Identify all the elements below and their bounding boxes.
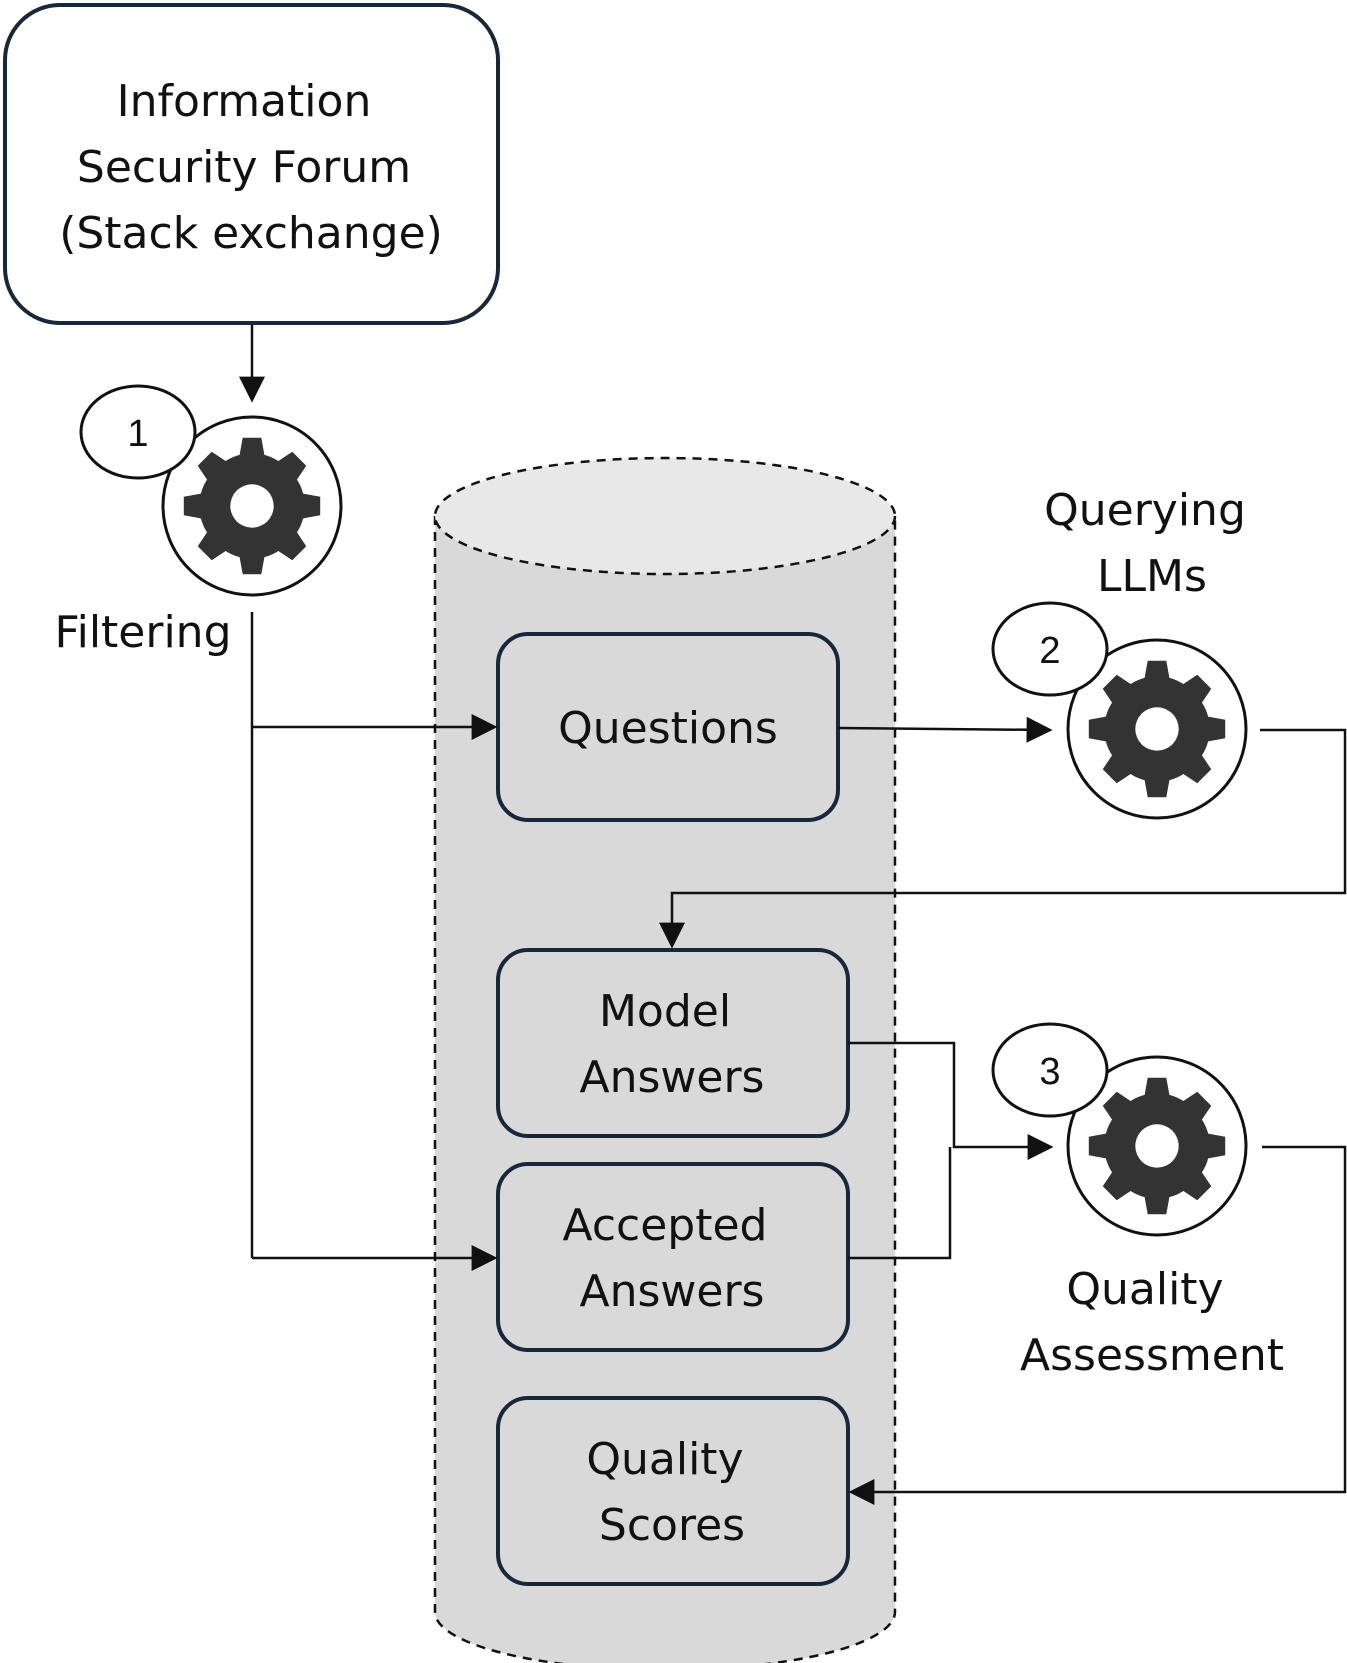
cylinder-top xyxy=(433,456,897,576)
source-box-label: Information Security Forum (Stack exchan… xyxy=(59,76,443,259)
arrow-questions-to-querying xyxy=(837,716,1053,743)
assessment-label-line-2: Assessment xyxy=(1020,1330,1284,1381)
gear-icon xyxy=(1088,660,1226,798)
step-1-number: 1 xyxy=(127,413,148,455)
arrow-accepted-answers-to-assessment xyxy=(848,1147,952,1260)
querying-label-line-2: LLMs xyxy=(1097,551,1207,602)
quality-scores-line-1: Quality xyxy=(586,1434,743,1485)
store-item-model-answers: Model Answers xyxy=(496,948,850,1138)
accepted-answers-line-2: Answers xyxy=(580,1266,765,1317)
questions-box xyxy=(496,632,840,822)
questions-line-1: Questions xyxy=(558,703,778,754)
arrow-querying-to-model-answers xyxy=(659,728,1347,949)
quality-scores-line-2: Scores xyxy=(599,1500,745,1551)
store-item-quality-scores: Quality Scores xyxy=(496,1396,850,1586)
source-line-1: Information xyxy=(117,76,372,127)
assessment-label-line-1: Quality xyxy=(1066,1264,1223,1315)
model-answers-box xyxy=(496,948,850,1138)
source-box-frame xyxy=(3,3,500,325)
source-line-3: (Stack exchange) xyxy=(59,208,443,259)
accepted-answers-box xyxy=(496,1162,850,1352)
querying-label-line-1: Querying xyxy=(1044,485,1246,536)
step-1-number-bubble xyxy=(79,384,197,480)
source-line-2: Security Forum xyxy=(77,142,411,193)
store-item-questions: Questions xyxy=(496,632,840,822)
step-querying-llms: 2 Querying LLMs xyxy=(991,485,1260,820)
step-2-number: 2 xyxy=(1039,630,1060,672)
quality-scores-box xyxy=(496,1396,850,1586)
step-3-number: 3 xyxy=(1039,1051,1060,1093)
arrow-assessment-to-quality-scores xyxy=(848,1145,1347,1505)
quality-scores-label: Quality Scores xyxy=(586,1434,757,1551)
step-2-label: Querying LLMs xyxy=(1044,485,1260,602)
gear-icon xyxy=(1088,1077,1226,1215)
store-item-accepted-answers: Accepted Answers xyxy=(496,1162,850,1352)
step-2-number-bubble xyxy=(991,601,1109,697)
gear-icon xyxy=(183,437,321,575)
step-1-label: Filtering xyxy=(54,607,231,658)
model-answers-line-2: Answers xyxy=(580,1052,765,1103)
accepted-answers-line-1: Accepted xyxy=(563,1200,768,1251)
step-quality-assessment: 3 Quality Assessment xyxy=(991,1022,1284,1381)
model-answers-label: Model Answers xyxy=(580,986,765,1103)
questions-label: Questions xyxy=(558,703,778,754)
filtering-label-line-1: Filtering xyxy=(54,607,231,658)
source-forum-box: Information Security Forum (Stack exchan… xyxy=(3,3,500,325)
arrow-model-answers-to-assessment xyxy=(848,1041,1054,1160)
model-answers-line-1: Model xyxy=(599,986,731,1037)
step-3-number-bubble xyxy=(991,1022,1109,1118)
accepted-answers-label: Accepted Answers xyxy=(563,1200,782,1317)
step-3-label: Quality Assessment xyxy=(1020,1264,1284,1381)
connectors xyxy=(239,325,1347,1505)
step-filtering: 1 Filtering xyxy=(54,384,343,658)
